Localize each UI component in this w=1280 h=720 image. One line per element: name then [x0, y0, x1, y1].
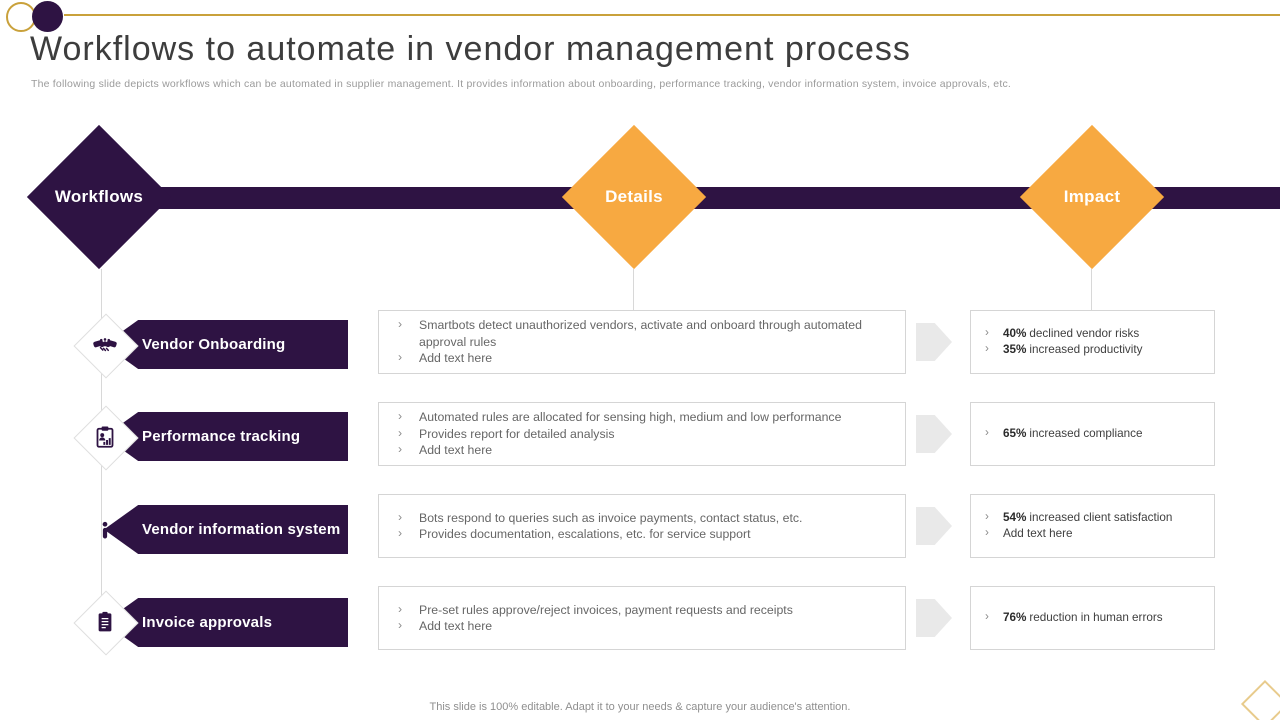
details-box-vendor-onboarding: Smartbots detect unauthorized vendors, a… [378, 310, 906, 374]
right-arrow-icon [916, 323, 952, 361]
impact-stat: 76% [1003, 611, 1027, 624]
page-title: Workflows to automate in vendor manageme… [30, 30, 911, 68]
detail-item: Bots respond to queries such as invoice … [395, 509, 889, 527]
slide-subtitle: The following slide depicts workflows wh… [31, 78, 1012, 90]
impact-text: Add text here [1003, 527, 1073, 540]
workflow-label-vendor-onboarding: Vendor Onboarding [104, 320, 348, 369]
workflow-label-text: Performance tracking [142, 428, 301, 445]
impact-item: 54%increased client satisfaction [983, 509, 1206, 526]
detail-item: Add text here [395, 441, 889, 459]
workflow-label-text: Vendor Onboarding [142, 336, 286, 353]
impact-text: increased productivity [1029, 343, 1143, 356]
impact-item: 40%declined vendor risks [983, 325, 1206, 342]
impact-stat: 40% [1003, 327, 1027, 340]
detail-item: Add text here [395, 349, 889, 367]
detail-item: Smartbots detect unauthorized vendors, a… [395, 316, 889, 350]
timeline-label: Details [605, 187, 663, 206]
workflow-label-performance-tracking: Performance tracking [104, 412, 348, 461]
workflow-label-invoice-approvals: Invoice approvals [104, 598, 348, 647]
detail-item: Provides report for detailed analysis [395, 425, 889, 443]
details-box-performance-tracking: Automated rules are allocated for sensin… [378, 402, 906, 466]
details-box-invoice-approvals: Pre-set rules approve/reject invoices, p… [378, 586, 906, 650]
right-arrow-icon [916, 507, 952, 545]
workflow-icon-diamond [73, 590, 139, 656]
detail-item: Provides documentation, escalations, etc… [395, 525, 889, 543]
impact-box-vendor-onboarding: 40%declined vendor risks 35%increased pr… [970, 310, 1215, 374]
timeline-label: Impact [1063, 187, 1121, 206]
impact-text: declined vendor risks [1029, 327, 1140, 340]
timeline-diamond-impact: Impact [1019, 124, 1165, 270]
impact-box-invoice-approvals: 76%reduction in human errors [970, 586, 1215, 650]
workflow-label-text: Invoice approvals [142, 614, 273, 631]
detail-item: Add text here [395, 617, 889, 635]
impact-stat: 54% [1003, 511, 1027, 524]
impact-item: Add text here [983, 525, 1206, 542]
circle-decor-icon [32, 1, 63, 32]
impact-text: increased compliance [1029, 427, 1143, 440]
impact-stat: 35% [1003, 343, 1027, 356]
workflow-label-vendor-information-system: Vendor information system [104, 505, 348, 554]
corner-diamond-decor-icon [1240, 679, 1280, 720]
detail-item: Automated rules are allocated for sensin… [395, 408, 889, 426]
detail-item: Pre-set rules approve/reject invoices, p… [395, 601, 889, 619]
impact-stat: 65% [1003, 427, 1027, 440]
impact-text: reduction in human errors [1029, 611, 1163, 624]
impact-text: increased client satisfaction [1029, 511, 1173, 524]
impact-item: 35%increased productivity [983, 341, 1206, 358]
impact-box-vendor-information-system: 54%increased client satisfaction Add tex… [970, 494, 1215, 558]
timeline-diamond-workflows: Workflows [26, 124, 172, 270]
workflow-icon-diamond [73, 313, 139, 379]
right-arrow-icon [916, 599, 952, 637]
timeline-label: Workflows [54, 187, 144, 206]
impact-box-performance-tracking: 65%increased compliance [970, 402, 1215, 466]
ring-decor-icon [6, 2, 36, 32]
impact-item: 65%increased compliance [983, 425, 1206, 442]
invoice-document-icon [98, 611, 112, 632]
slide-footer-note: This slide is 100% editable. Adapt it to… [429, 701, 851, 713]
right-arrow-icon [916, 415, 952, 453]
workflow-icon-diamond [73, 405, 139, 471]
timeline-diamond-details: Details [561, 124, 707, 270]
details-box-vendor-information-system: Bots respond to queries such as invoice … [378, 494, 906, 558]
handshake-icon [93, 338, 117, 352]
impact-item: 76%reduction in human errors [983, 609, 1206, 626]
connector-line-details [633, 269, 634, 311]
workflow-label-text: Vendor information system [142, 521, 341, 538]
connector-line-impact [1091, 269, 1092, 311]
performance-clipboard-icon [96, 426, 114, 448]
workflow-icon-diamond [74, 499, 136, 561]
top-accent-line [64, 14, 1280, 16]
info-icon [102, 521, 108, 539]
